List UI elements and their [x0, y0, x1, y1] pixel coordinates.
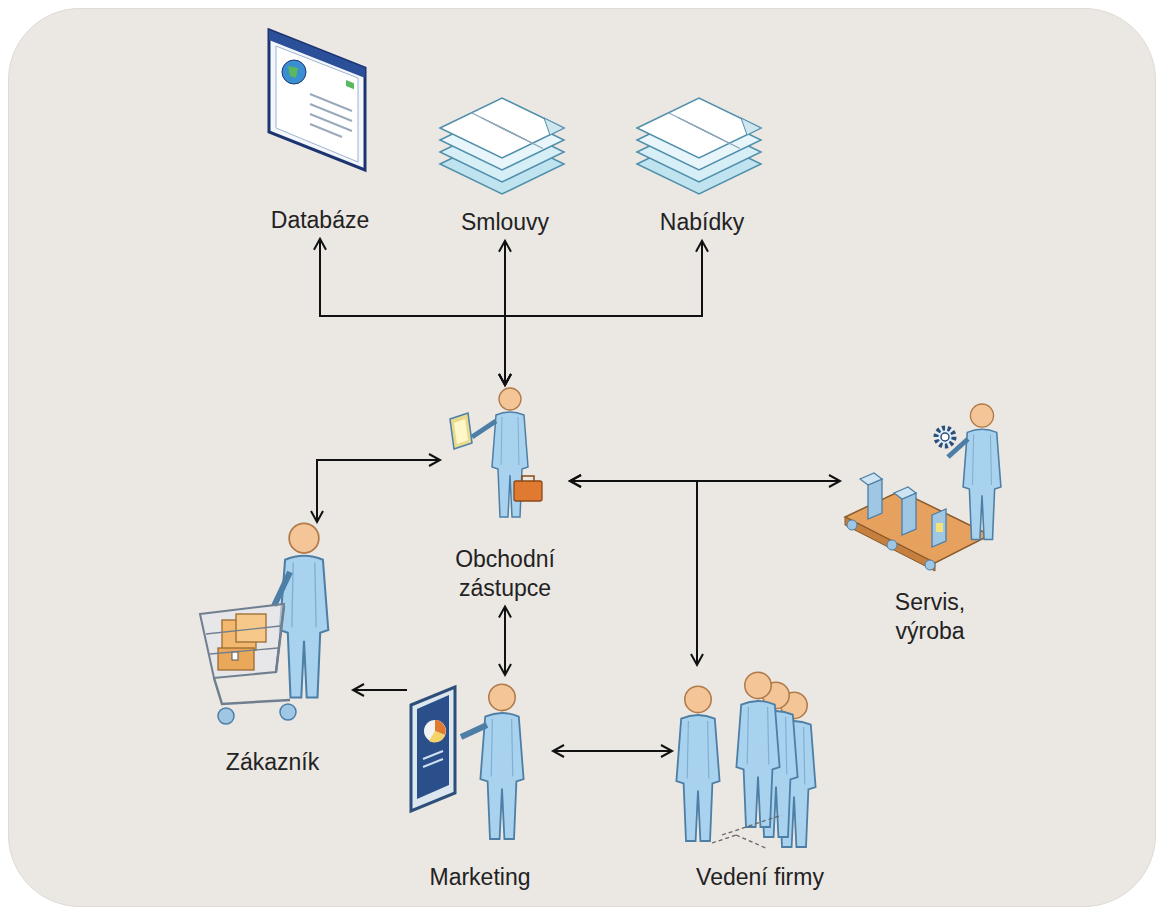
node-icon [840, 395, 1020, 580]
database-icon: Databáze [252, 28, 388, 235]
connector-arrow [317, 460, 440, 522]
node-icon [629, 60, 769, 200]
node-icon [252, 28, 382, 198]
sales-rep-figure: Obchodní zástupce [440, 385, 570, 603]
node-label: Nabídky [629, 208, 775, 237]
document-stack: Nabídky [629, 60, 775, 237]
node-icon [672, 665, 842, 855]
document-stack: Smlouvy [432, 60, 578, 237]
node-label: Databáze [252, 206, 388, 235]
node-label: Zákazník [192, 748, 353, 777]
customer-figure: Zákazník [192, 522, 353, 777]
marketing-figure: Marketing [407, 675, 553, 892]
connector-arrow [570, 481, 697, 665]
node-icon [432, 60, 572, 200]
node-icon [440, 385, 570, 535]
node-label: Smlouvy [432, 208, 578, 237]
connector-arrow [353, 689, 407, 691]
connector-arrow [504, 607, 506, 676]
node-label: Vedení firmy [672, 863, 848, 892]
node-icon [407, 675, 547, 855]
node-label: Marketing [407, 863, 553, 892]
node-label: Obchodní zástupce [445, 545, 565, 603]
node-icon [192, 522, 347, 740]
production-figure: Servis, výroba [840, 395, 1020, 646]
connector-arrow [320, 239, 505, 385]
management-figure: Vedení firmy [672, 665, 848, 892]
node-label: Servis, výroba [875, 588, 985, 646]
connector-arrow [553, 750, 672, 752]
connector-arrow [505, 241, 702, 385]
